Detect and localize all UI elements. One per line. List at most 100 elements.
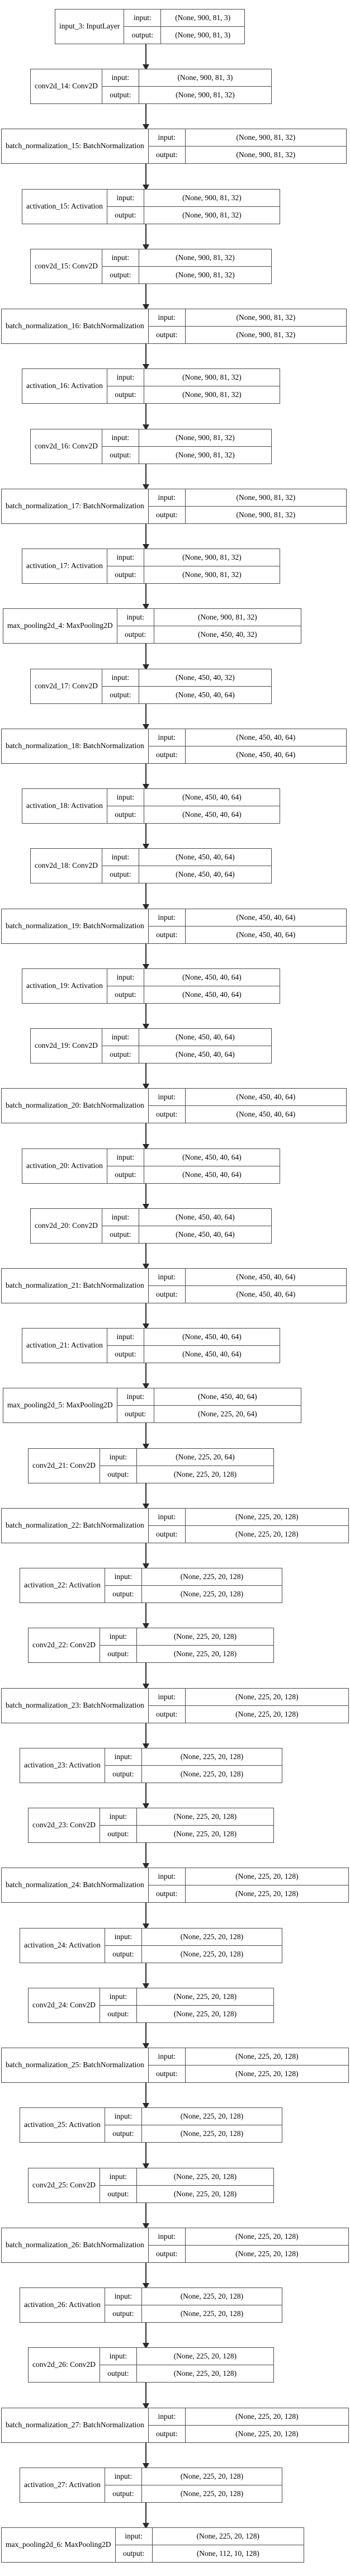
layer-input-shape: (None, 450, 40, 64): [176, 1212, 235, 1221]
layer-io-table: input:(None, 225, 20, 128)output:(None, …: [148, 2048, 348, 2082]
layer-node[interactable]: batch_normalization_23: BatchNormalizati…: [1, 1688, 349, 1723]
layer-node[interactable]: batch_normalization_22: BatchNormalizati…: [1, 1508, 349, 1543]
layer-input-label: input:: [124, 10, 162, 26]
layer-output-row: output:(None, 225, 20, 128): [149, 1525, 348, 1543]
layer-input-shape: (None, 900, 81, 32): [236, 493, 296, 502]
layer-output-shape: (None, 450, 40, 64): [182, 1170, 242, 1179]
layer-input-row: input:(None, 225, 20, 128): [148, 1868, 348, 1885]
layer-input-shape: (None, 225, 20, 128): [235, 1512, 299, 1521]
layer-io-table: input:(None, 225, 20, 128)output:(None, …: [100, 2168, 273, 2202]
layer-input-label: input:: [105, 1748, 142, 1765]
layer-input-label: input:: [149, 129, 186, 146]
layer-node[interactable]: batch_normalization_18: BatchNormalizati…: [1, 729, 347, 764]
layer-output-label: output:: [149, 926, 186, 943]
edge-arrow: [143, 284, 149, 310]
layer-output-shape: (None, 225, 20, 128): [173, 2009, 237, 2018]
layer-node[interactable]: batch_normalization_25: BatchNormalizati…: [1, 2048, 349, 2083]
layer-output-label: output:: [107, 986, 144, 1003]
layer-input-shape: (None, 900, 81, 32): [182, 552, 242, 561]
layer-input-row: input:(None, 225, 20, 128): [100, 2348, 273, 2365]
layer-node[interactable]: batch_normalization_16: BatchNormalizati…: [1, 309, 347, 344]
layer-output-label: output:: [107, 806, 144, 823]
edge-shaft: [145, 1363, 146, 1389]
layer-node[interactable]: batch_normalization_19: BatchNormalizati…: [1, 909, 347, 944]
layer-node[interactable]: batch_normalization_15: BatchNormalizati…: [1, 129, 347, 164]
layer-output-shape: (None, 225, 20, 128): [173, 2369, 237, 2378]
layer-input-shape: (None, 225, 20, 128): [180, 1932, 244, 1941]
layer-input-row: input:(None, 900, 81, 32): [148, 129, 346, 146]
layer-node[interactable]: batch_normalization_24: BatchNormalizati…: [1, 1868, 349, 1903]
edge-shaft: [145, 764, 146, 790]
layer-input-row: input:(None, 450, 40, 64): [102, 1209, 271, 1226]
layer-input-row: input:(None, 225, 20, 128): [100, 1988, 273, 2006]
layer-input-label: input:: [117, 609, 154, 626]
edge-shaft: [145, 824, 146, 849]
layer-output-row: output:(None, 450, 40, 32): [117, 626, 301, 643]
layer-name: max_pooling2d_6: MaxPooling2D: [2, 2528, 116, 2562]
layer-input-row: input:(None, 225, 20, 128): [105, 1568, 282, 1586]
layer-input-row: input:(None, 225, 20, 128): [148, 1689, 348, 1706]
layer-output-label: output:: [149, 326, 186, 343]
layer-input-shape: (None, 900, 81, 3): [175, 13, 231, 22]
layer-input-shape: (None, 225, 20, 128): [180, 1572, 244, 1581]
layer-output-label: output:: [107, 1166, 144, 1183]
layer-output-label: output:: [149, 2245, 186, 2262]
layer-node[interactable]: batch_normalization_21: BatchNormalizati…: [1, 1268, 347, 1303]
layer-node[interactable]: batch_normalization_17: BatchNormalizati…: [1, 489, 347, 524]
edge-arrow: [143, 164, 149, 191]
edge-arrow: [143, 2383, 149, 2409]
edge-shaft: [145, 2263, 146, 2289]
layer-output-row: output:(None, 900, 81, 32): [102, 266, 271, 283]
layer-input-row: input:(None, 450, 40, 64): [107, 1149, 280, 1166]
layer-input-shape: (None, 450, 40, 64): [176, 852, 235, 861]
edge-arrow: [143, 883, 149, 910]
layer-input-label: input:: [100, 1808, 137, 1825]
edge-arrow: [143, 2443, 149, 2469]
layer-output-shape: (None, 900, 81, 32): [176, 270, 235, 279]
layer-output-label: output:: [107, 566, 144, 583]
layer-node[interactable]: batch_normalization_27: BatchNormalizati…: [1, 2408, 349, 2443]
layer-name: batch_normalization_24: BatchNormalizati…: [2, 1868, 149, 1902]
edge-shaft: [145, 1543, 146, 1569]
layer-input-row: input:(None, 900, 81, 32): [107, 190, 280, 207]
layer-node[interactable]: batch_normalization_20: BatchNormalizati…: [1, 1088, 347, 1123]
layer-input-label: input:: [149, 1089, 186, 1105]
layer-input-label: input:: [102, 249, 139, 266]
layer-node[interactable]: batch_normalization_26: BatchNormalizati…: [1, 2228, 349, 2263]
layer-input-row: input:(None, 450, 40, 64): [107, 1329, 280, 1346]
layer-name: conv2d_25: Conv2D: [29, 2168, 100, 2202]
layer-input-row: input:(None, 225, 20, 128): [105, 2108, 282, 2125]
layer-input-shape: (None, 225, 20, 128): [196, 2531, 260, 2540]
edge-arrow: [143, 1543, 149, 1570]
